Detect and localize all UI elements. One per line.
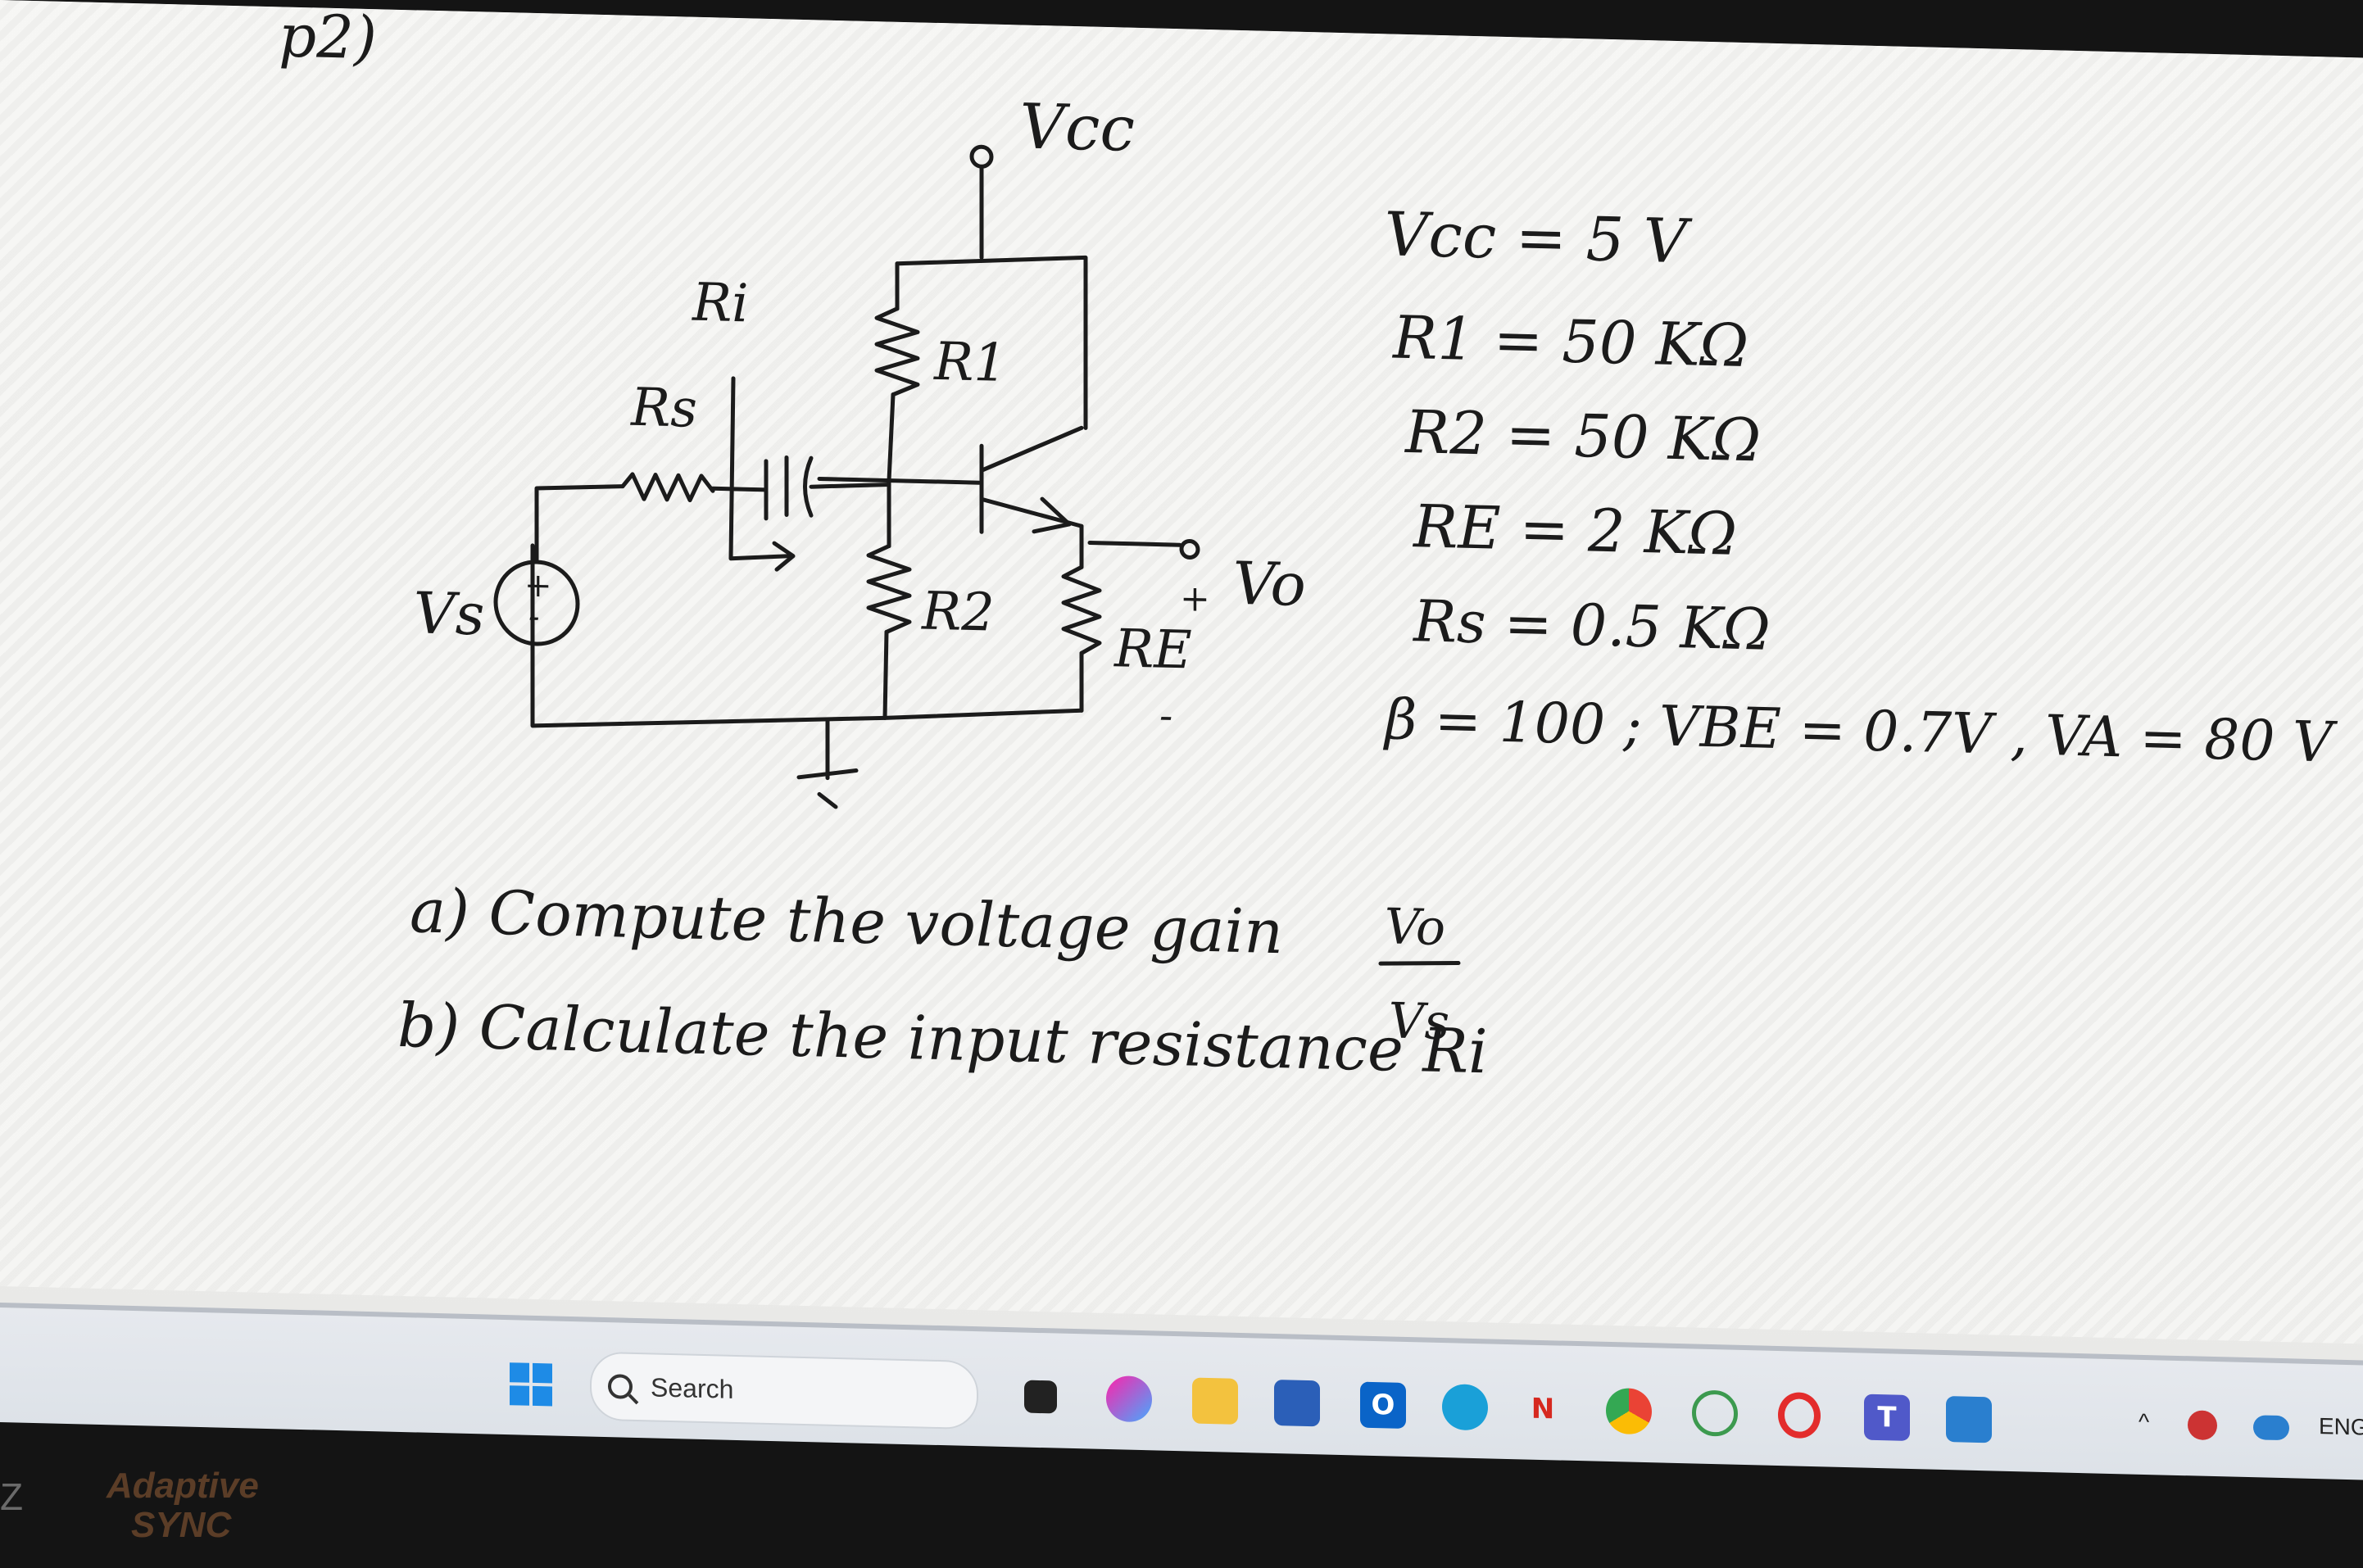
handwritten-sheet: p2) Vcc R1 R2 RE + - Vo: [0, 0, 2363, 1344]
copilot-icon[interactable]: [1106, 1375, 1152, 1423]
param-rs: Rs = 0.5 KΩ: [1412, 587, 1771, 664]
opera-icon[interactable]: [1778, 1392, 1821, 1439]
start-button[interactable]: [508, 1361, 554, 1407]
photos-icon[interactable]: [1946, 1396, 1992, 1443]
edge-icon[interactable]: [1442, 1384, 1488, 1431]
search-input: Search: [651, 1371, 734, 1404]
adaptive-sync-logo: Adaptive SYNC: [107, 1466, 259, 1545]
teams-icon[interactable]: T: [1864, 1394, 1910, 1441]
rs-label: Rs: [630, 378, 697, 440]
r1-resistor: [874, 306, 920, 397]
tray-app-icon[interactable]: [2188, 1410, 2217, 1441]
question-b: b) Calculate the input resistance Ri: [397, 990, 1488, 1088]
r2-resistor: [866, 544, 912, 634]
svg-text:-: -: [528, 598, 540, 636]
param-re: RE = 2 KΩ: [1412, 492, 1737, 569]
problem-label: p2): [279, 1, 377, 72]
svg-text:+: +: [524, 567, 552, 605]
chrome-icon[interactable]: [1606, 1387, 1652, 1435]
windows-logo-icon: [510, 1362, 552, 1407]
chevron-up-icon[interactable]: ^: [2138, 1408, 2150, 1435]
vo-minus: -: [1159, 693, 1172, 739]
task-view-icon[interactable]: [1024, 1380, 1057, 1414]
language-indicator[interactable]: ENG: [2319, 1413, 2363, 1440]
rs-resistor: [620, 472, 715, 503]
vcc-terminal: [969, 144, 994, 169]
r2-label: R2: [921, 581, 995, 643]
monitor-mark: Z: [0, 1475, 24, 1518]
search-box[interactable]: Search: [590, 1351, 978, 1430]
windows-taskbar: Search O N T ^ ENG: [0, 1303, 2363, 1480]
ri-arrow: [728, 376, 793, 561]
vo-plus: +: [1180, 578, 1210, 620]
netflix-icon[interactable]: N: [1531, 1392, 1555, 1426]
outlook-icon[interactable]: O: [1360, 1381, 1406, 1429]
vcc-label: Vcc: [1020, 89, 1135, 165]
vo-terminal: [1179, 538, 1200, 560]
fraction-bar: [1378, 961, 1461, 966]
vs-label: Vs: [414, 579, 484, 648]
param-beta: β = 100 ; VBE = 0.7V , VA = 80 V: [1382, 687, 2338, 775]
ri-label: Ri: [692, 273, 749, 335]
r1-label: R1: [933, 332, 1007, 394]
param-r1: R1 = 50 KΩ: [1391, 303, 1748, 381]
onedrive-icon[interactable]: [2253, 1415, 2289, 1441]
search-icon: [608, 1374, 633, 1399]
vo-label: Vo: [1233, 549, 1306, 619]
re-resistor: [1061, 564, 1102, 655]
whatsapp-icon[interactable]: [1692, 1389, 1738, 1437]
store-icon[interactable]: [1274, 1380, 1320, 1427]
param-r2: R2 = 50 KΩ: [1404, 397, 1761, 475]
param-vcc: Vcc = 5 V: [1385, 199, 1693, 277]
screen-display: p2) Vcc R1 R2 RE + - Vo: [0, 0, 2363, 1369]
fraction-denominator: Vs: [1389, 992, 1449, 1051]
re-label: RE: [1113, 619, 1192, 681]
question-a: a) Compute the voltage gain: [410, 876, 1283, 968]
file-explorer-icon[interactable]: [1192, 1377, 1238, 1425]
fraction-numerator: Vo: [1385, 898, 1445, 957]
parameter-list: Vcc = 5 V R1 = 50 KΩ R2 = 50 KΩ RE = 2 K…: [1382, 199, 2338, 775]
